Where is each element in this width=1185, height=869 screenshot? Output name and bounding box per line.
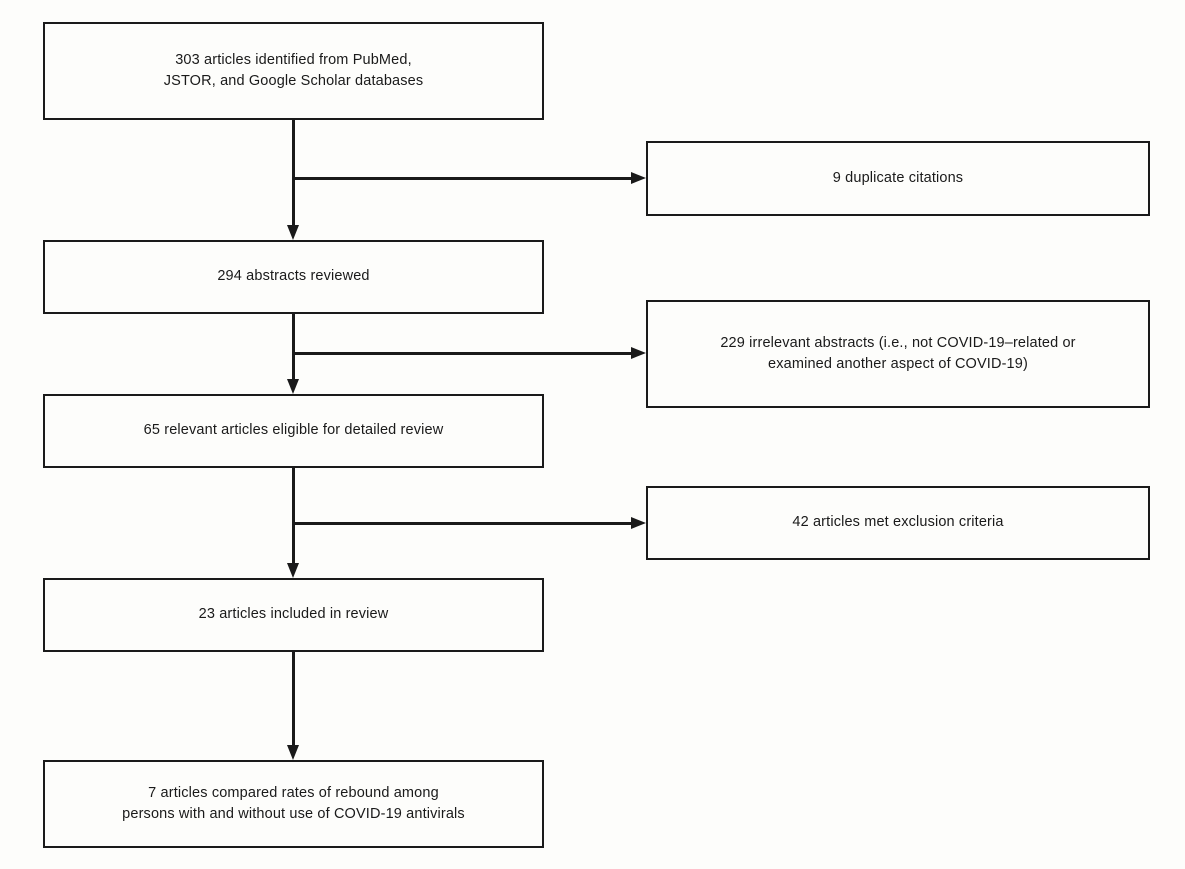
- node-exclusion-criteria-label: 42 articles met exclusion criteria: [792, 514, 1004, 531]
- node-relevant-articles-eligible-label: 65 relevant articles eligible for detail…: [143, 422, 444, 439]
- node-articles-compared-rebound-label: 7 articles compared rates of rebound amo…: [122, 784, 465, 822]
- connector-identified-to-abstracts-line: [292, 120, 295, 225]
- node-abstracts-reviewed: 294 abstracts reviewed: [43, 240, 544, 314]
- node-irrelevant-abstracts-label: 229 irrelevant abstracts (i.e., not COVI…: [720, 334, 1076, 372]
- node-duplicate-citations: 9 duplicate citations: [646, 141, 1150, 216]
- connector-abstracts-to-irrelevant-arrowhead: [631, 346, 646, 359]
- node-duplicate-citations-label: 9 duplicate citations: [832, 169, 964, 186]
- connector-identified-to-abstracts-arrowhead: [286, 225, 299, 240]
- connector-included-to-compared-arrowhead: [286, 745, 299, 760]
- connector-eligible-to-excluded-arrowhead: [631, 516, 646, 529]
- connector-identified-to-duplicates-arrowhead: [631, 171, 646, 184]
- node-relevant-articles-eligible: 65 relevant articles eligible for detail…: [43, 394, 544, 468]
- node-abstracts-reviewed-label: 294 abstracts reviewed: [217, 268, 370, 285]
- connector-included-to-compared-line: [292, 652, 295, 745]
- node-articles-included-label: 23 articles included in review: [198, 606, 389, 623]
- connector-eligible-to-included-arrowhead: [286, 563, 299, 578]
- connector-identified-to-duplicates-line: [292, 177, 631, 180]
- connector-abstracts-to-eligible-arrowhead: [286, 379, 299, 394]
- connector-eligible-to-included-line: [292, 468, 295, 563]
- node-irrelevant-abstracts: 229 irrelevant abstracts (i.e., not COVI…: [646, 300, 1150, 408]
- node-exclusion-criteria: 42 articles met exclusion criteria: [646, 486, 1150, 560]
- connector-eligible-to-excluded-line: [292, 522, 631, 525]
- node-articles-compared-rebound: 7 articles compared rates of rebound amo…: [43, 760, 544, 848]
- connector-abstracts-to-irrelevant-line: [292, 352, 631, 355]
- node-articles-included: 23 articles included in review: [43, 578, 544, 652]
- node-articles-identified: 303 articles identified from PubMed, JST…: [43, 22, 544, 120]
- connector-abstracts-to-eligible-line: [292, 314, 295, 379]
- node-articles-identified-label: 303 articles identified from PubMed, JST…: [163, 51, 424, 89]
